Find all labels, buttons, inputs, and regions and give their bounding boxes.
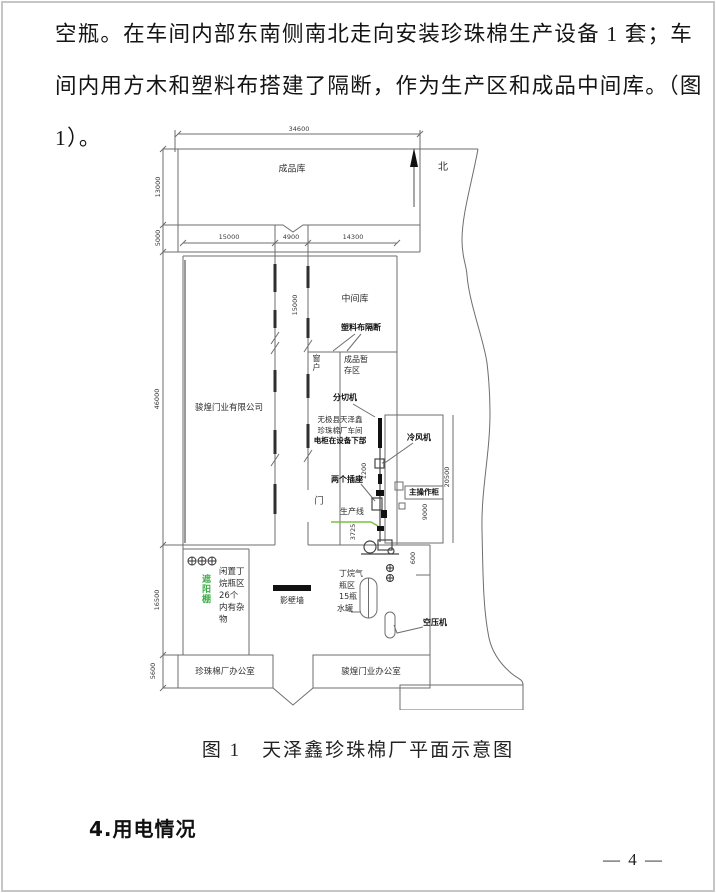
north-label: 北: [438, 162, 448, 173]
label-screen-wall: 影壁墙: [280, 596, 304, 605]
dim-9000: 9000: [420, 503, 429, 521]
dim-3725: 3725: [348, 523, 357, 541]
label-idle-bottle-area: 闲置丁 烷瓶区 26个 内有杂 物: [219, 567, 245, 625]
paragraph-line: 空瓶。在车间内部东南侧南北走向安装珍珠棉生产设备 1 套；车: [55, 22, 694, 46]
label-production-line: 生产线: [340, 507, 364, 516]
label-water-tank: 水罐: [337, 604, 353, 613]
label-window: 窗户: [312, 354, 321, 372]
label-compressor: 空压机: [423, 618, 447, 627]
label-butane-area: 丁烷气 瓶区 15瓶: [339, 569, 363, 601]
dim-5600: 5600: [148, 662, 157, 680]
dim-corridor-15000: 15000: [290, 294, 299, 316]
label-plastic-partition: 塑料布隔断: [341, 323, 381, 332]
floor-plan-figure: 34600 13000 5000 15000 4900 14300 15000 …: [123, 122, 541, 710]
dim-4900: 4900: [282, 232, 300, 241]
room-office-right: 骏煌门业办公室: [341, 666, 401, 677]
body-paragraph: 空瓶。在车间内部东南侧南北走向安装珍珠棉生产设备 1 套；车 间内用方木和塑料布…: [55, 8, 703, 164]
label-cutter: 分切机: [333, 393, 357, 402]
dim-20500: 20500: [442, 466, 451, 488]
room-finished-warehouse: 成品库: [278, 164, 306, 175]
page-number: — 4 —: [603, 850, 664, 869]
room-mid-warehouse: 中间库: [341, 294, 369, 305]
paragraph-line: 1）。: [55, 126, 102, 150]
label-two-sockets: 两个插座: [331, 475, 363, 484]
dim-5000: 5000: [153, 229, 162, 247]
dim-15000: 15000: [218, 232, 240, 241]
dim-46000: 46000: [152, 388, 161, 410]
dim-16500: 16500: [152, 589, 161, 611]
label-product-storage: 成品暂 存区: [344, 355, 368, 375]
label-door: 门: [314, 496, 324, 507]
room-office-left: 珍珠棉厂办公室: [195, 666, 255, 677]
label-main-cabinet: 主操作柜: [409, 487, 439, 497]
label-cold-fan: 冷风机: [407, 433, 431, 442]
dim-14300: 14300: [342, 232, 364, 241]
figure-caption: 图 1 天泽鑫珍珠棉厂平面示意图: [201, 740, 515, 761]
floor-plan-drawing: [159, 130, 524, 710]
dim-13000: 13000: [153, 176, 162, 198]
label-workshop-text: 无极县天泽鑫 珍珠棉厂车间 电柜在设备下部: [313, 415, 367, 445]
label-shade: 遮阳棚: [200, 574, 210, 604]
paragraph-line: 间内用方木和塑料布搭建了隔断，作为生产区和成品中间库。（图: [55, 74, 703, 98]
section-heading: 4.用电情况: [89, 817, 197, 841]
dim-600: 600: [408, 551, 417, 565]
room-company: 骏煌门业有限公司: [194, 402, 264, 413]
dim-top-width: 34600: [288, 124, 310, 133]
